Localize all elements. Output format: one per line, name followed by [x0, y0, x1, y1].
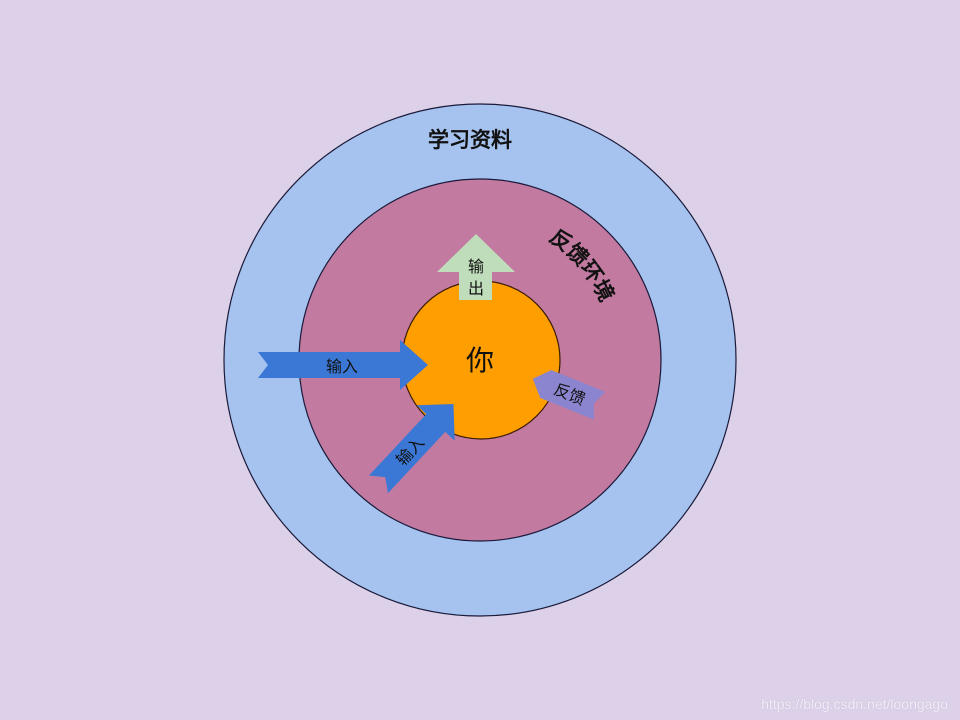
output-label-line1: 输: [468, 257, 484, 276]
center-label-you: 你: [466, 344, 494, 377]
output-label-line2: 出: [468, 279, 484, 298]
feedback-arrow: 反馈: [532, 370, 606, 420]
outer-ring-label: 学习资料: [428, 128, 512, 152]
output-arrow-up: [437, 234, 515, 300]
input-arrow-left: [258, 340, 428, 390]
input-left-label: 输入: [326, 357, 358, 376]
watermark: https://blog.csdn.net/loongago: [761, 696, 948, 712]
